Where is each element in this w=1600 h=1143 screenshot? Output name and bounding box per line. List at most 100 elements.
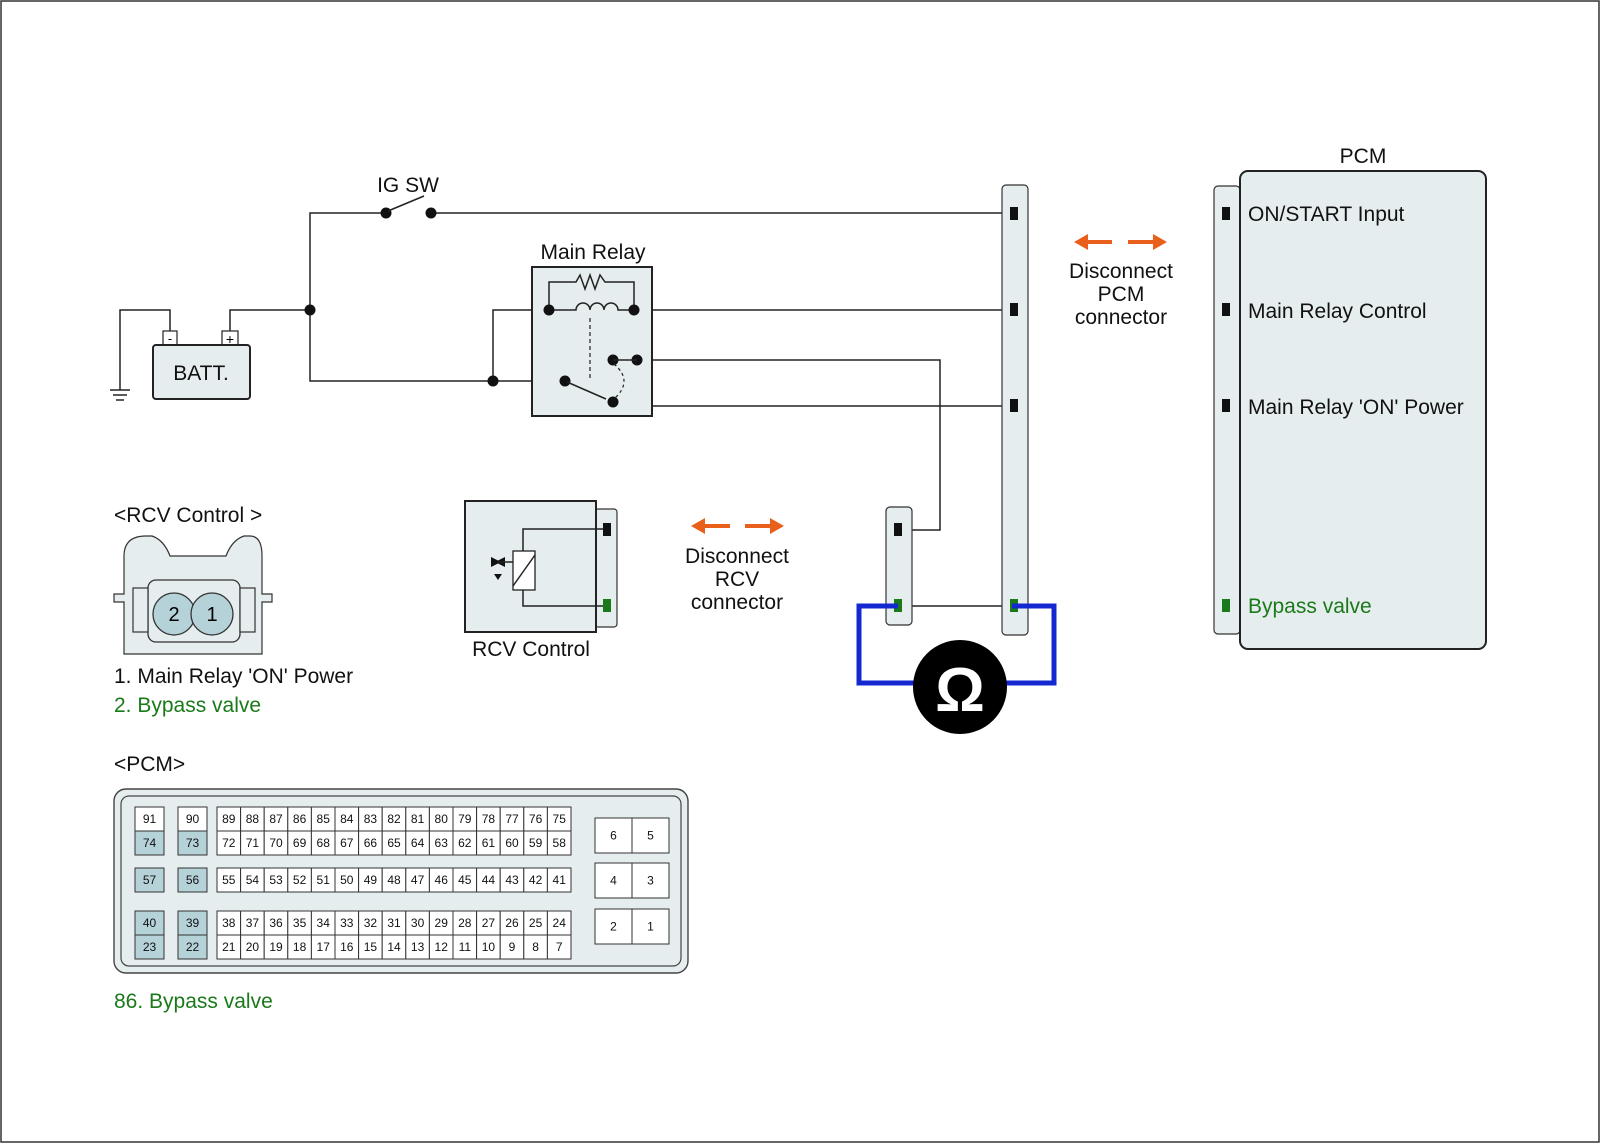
- pcm-pin-number: 86: [293, 812, 307, 826]
- pcm-pin-number: 16: [340, 940, 354, 954]
- junction-dot: [304, 304, 316, 316]
- pcm-pin-number: 8: [532, 940, 539, 954]
- pcm-pin-number: 89: [222, 812, 236, 826]
- relay-output-to-rcv-wire: [637, 359, 941, 531]
- pcm-pin-number: 51: [317, 873, 331, 887]
- pcm-pin-number: 48: [387, 873, 401, 887]
- svg-text:Disconnect: Disconnect: [685, 545, 789, 568]
- wires: [110, 212, 1010, 607]
- relay-coil: [549, 302, 634, 311]
- pcm-pin-cell: [546, 830, 572, 856]
- pcm-pin-number: 36: [269, 916, 283, 930]
- pcm-pin-number: 82: [387, 812, 401, 826]
- pcm-pin-number: 31: [387, 916, 401, 930]
- pcm-pin-number: 84: [340, 812, 354, 826]
- pcm-pin-number: 7: [556, 940, 563, 954]
- pcm-pin-number: 26: [505, 916, 519, 930]
- pcm-pin-number: 37: [246, 916, 260, 930]
- pcm-pin-number: 5: [647, 829, 654, 843]
- junction-dot: [487, 375, 499, 387]
- pcm-pin-number: 91: [143, 812, 157, 826]
- pcm-title: PCM: [1340, 145, 1387, 168]
- ohmmeter-body: [913, 640, 1007, 734]
- pcm-pin-number: 14: [387, 940, 401, 954]
- pcm-pin-number: 30: [411, 916, 425, 930]
- rcv-connector-view: <RCV Control > 2 1 1. Main Relay 'ON' Po…: [113, 504, 353, 717]
- pcm-module: PCM ON/START Input Main Relay Control Ma…: [1213, 145, 1487, 650]
- pcm-pin-number: 74: [143, 836, 157, 850]
- arrow-left-icon: [691, 518, 705, 534]
- pcm-pin-number: 50: [340, 873, 354, 887]
- pcm-pin-number: 15: [364, 940, 378, 954]
- pcm-pin-number: 42: [529, 873, 543, 887]
- pcm-pin-number: 83: [364, 812, 378, 826]
- pcm-pin-number: 79: [458, 812, 472, 826]
- pcm-pin-number: 38: [222, 916, 236, 930]
- pcm-pin-cell: [134, 830, 165, 856]
- rcv-legend-item: 1. Main Relay 'ON' Power: [114, 665, 353, 688]
- pcm-pin-number: 21: [222, 940, 236, 954]
- pcm-pin-cell: [177, 867, 208, 893]
- pcm-pin-number: 69: [293, 836, 307, 850]
- ig-sw-contact: [387, 195, 425, 212]
- pcm-pin-number: 90: [186, 812, 200, 826]
- disconnect-rcv-note: Disconnect RCV connector: [685, 518, 789, 614]
- ohm-symbol: Ω: [935, 656, 985, 725]
- pcm-harness-connector: [1001, 184, 1029, 636]
- pcm-pin-number: 54: [246, 873, 260, 887]
- pcm-pin-number: 27: [482, 916, 496, 930]
- svg-text:RCV: RCV: [715, 568, 759, 591]
- pcm-pin-number: 59: [529, 836, 543, 850]
- pcm-pin-number: 10: [482, 940, 496, 954]
- rcv-pin-2: 2: [168, 604, 179, 626]
- pcm-pin-cell: [134, 867, 165, 893]
- ground-wire: [119, 309, 171, 390]
- pcm-pin-number: 25: [529, 916, 543, 930]
- pcm-pin-number: 63: [435, 836, 449, 850]
- pcm-pin-number: 67: [340, 836, 354, 850]
- coil-supply-wire: [492, 309, 549, 381]
- pcm-pin-cell: [134, 910, 165, 936]
- pcm-pin-number: 1: [647, 920, 654, 934]
- rcv-legend-item: 2. Bypass valve: [114, 694, 261, 717]
- pcm-pin-number: 73: [186, 836, 200, 850]
- pcm-pin-number: 23: [143, 940, 157, 954]
- pcm-pin-number: 6: [610, 829, 617, 843]
- pcm-pin-cell: [134, 934, 165, 960]
- pcm-pin-cell: [631, 908, 670, 945]
- pcm-pin-number: 62: [458, 836, 472, 850]
- svg-text:connector: connector: [1075, 306, 1167, 329]
- pcm-pin-number: 18: [293, 940, 307, 954]
- pcm-pin-number: 9: [509, 940, 516, 954]
- pcm-pin-number: 32: [364, 916, 378, 930]
- pcm-pin-number: 22: [186, 940, 200, 954]
- ig-sw-label: IG SW: [377, 174, 439, 197]
- pcm-input-label: Main Relay Control: [1248, 300, 1427, 323]
- pcm-pin-number: 49: [364, 873, 378, 887]
- pcm-pin-number: 28: [458, 916, 472, 930]
- pcm-pin-number: 66: [364, 836, 378, 850]
- pcm-input-label: Main Relay 'ON' Power: [1248, 396, 1464, 419]
- pcm-pin-number: 87: [269, 812, 283, 826]
- main-relay: Main Relay: [531, 241, 653, 417]
- pcm-pin-number: 72: [222, 836, 236, 850]
- pcm-pin-number: 2: [610, 920, 617, 934]
- pcm-pin-number: 12: [435, 940, 449, 954]
- pcm-pin-number: 45: [458, 873, 472, 887]
- pcm-pin-number: 68: [317, 836, 331, 850]
- pcm-connector-title: <PCM>: [114, 753, 185, 776]
- pcm-pin-number: 85: [317, 812, 331, 826]
- ig-sw-feed-wire: [309, 212, 386, 310]
- svg-text:connector: connector: [691, 591, 783, 614]
- pcm-pin-number: 77: [505, 812, 519, 826]
- battery-minus-label: -: [168, 331, 172, 346]
- pcm-pin-cell: [177, 830, 208, 856]
- pcm-input-label: Bypass valve: [1248, 595, 1372, 618]
- pcm-pin-number: 64: [411, 836, 425, 850]
- pcm-pin-number: 70: [269, 836, 283, 850]
- pcm-pin-number: 58: [553, 836, 567, 850]
- pcm-pin-cell: [177, 910, 208, 936]
- pcm-pin-number: 20: [246, 940, 260, 954]
